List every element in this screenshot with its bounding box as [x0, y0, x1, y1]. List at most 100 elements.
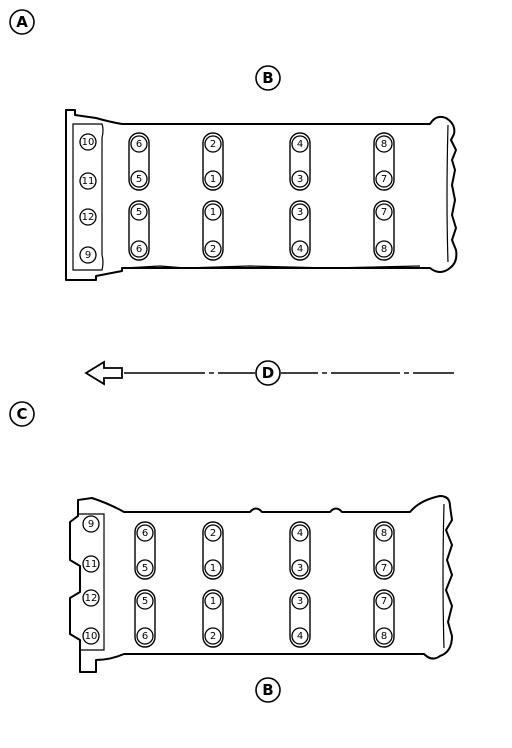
top-bolts-front-bolt-3-label: 9 [85, 250, 91, 261]
bottom-bolts-lower-slot-2-lower-bolt: 4 [291, 627, 309, 645]
bottom-bolts-upper-slot-3-lower-bolt-label: 7 [381, 563, 387, 574]
top-bolts-upper-slot-0-upper-bolt: 6 [130, 135, 148, 153]
top-bolts-upper-slot-2-lower-bolt: 3 [291, 170, 309, 188]
bottom-bolts-front-bolt-2-label: 12 [85, 593, 98, 604]
top-head-front-flange [72, 123, 104, 271]
bottom-bolts-upper-slot-1-lower-bolt-label: 1 [210, 563, 216, 574]
bottom-bolts-lower-slot-0-upper-bolt: 5 [136, 592, 154, 610]
bottom-bolts-lower-slot-1-upper-bolt: 1 [204, 592, 222, 610]
top-bolts-lower-slot-1-upper-bolt: 1 [204, 203, 222, 221]
top-bolts-lower-slot-1-lower-bolt: 2 [204, 240, 222, 258]
top-bolts-lower-slot-0-upper-bolt: 5 [130, 203, 148, 221]
bottom-bolts-front-bolt-2: 12 [82, 589, 100, 607]
bottom-bolts-lower-slot-2-lower-bolt-label: 4 [297, 631, 303, 642]
top-bolts-upper-slot-1-lower-bolt: 1 [204, 170, 222, 188]
label-c-text: C [16, 405, 27, 423]
bottom-bolts-front-bolt-3: 10 [82, 627, 100, 645]
top-bolts-upper-slot-0-lower-bolt: 5 [130, 170, 148, 188]
bottom-head-front-flange [78, 513, 105, 651]
bottom-bolts-lower-slot-2: 34 [289, 589, 311, 648]
top-bolts-lower-slot-0-upper-bolt-label: 5 [136, 207, 142, 218]
bottom-bolts-front-bolt-1-label: 11 [85, 559, 98, 570]
top-bolts-upper-slot-1: 21 [202, 132, 224, 191]
top-bolts-lower-slot-0-lower-bolt: 6 [130, 240, 148, 258]
top-bolts-front-bolt-1-label: 11 [82, 176, 95, 187]
top-bolts-upper-slot-0-upper-bolt-label: 6 [136, 139, 142, 150]
bottom-bolts-upper-slot-1: 21 [202, 521, 224, 580]
top-bolts-upper-slot-2: 43 [289, 132, 311, 191]
bottom-bolts-upper-slot-2-upper-bolt-label: 4 [297, 528, 303, 539]
bottom-bolts-front-bolt-3-label: 10 [85, 631, 98, 642]
top-bolts-upper-slot-3: 87 [373, 132, 395, 191]
top-bolts-front-bolt-2: 12 [79, 208, 97, 226]
top-bolts-lower-slot-2-upper-bolt-label: 3 [297, 207, 303, 218]
bottom-bolts-upper-slot-3-upper-bolt: 8 [375, 524, 393, 542]
bottom-bolts-lower-slot-2-upper-bolt-label: 3 [297, 596, 303, 607]
top-bolts-upper-slot-2-upper-bolt: 4 [291, 135, 309, 153]
top-bolts-lower-slot-3-upper-bolt-label: 7 [381, 207, 387, 218]
top-bolts-upper-slot-1-lower-bolt-label: 1 [210, 174, 216, 185]
bottom-bolts-lower-slot-1-upper-bolt-label: 1 [210, 596, 216, 607]
bottom-bolts-lower-slot-0-upper-bolt-label: 5 [142, 596, 148, 607]
bottom-bolts-upper-slot-1-upper-bolt-label: 2 [210, 528, 216, 539]
bottom-bolts-upper-slot-0-upper-bolt-label: 6 [142, 528, 148, 539]
top-bolts-lower-slot-0-lower-bolt-label: 6 [136, 244, 142, 255]
top-bolts-lower-slot-1: 12 [202, 200, 224, 261]
top-bolts-lower-slot-2-lower-bolt: 4 [291, 240, 309, 258]
label-b-bottom: B [255, 677, 281, 703]
top-bolts-lower-slot-1-upper-bolt-label: 1 [210, 207, 216, 218]
bottom-bolts-upper-slot-1-upper-bolt: 2 [204, 524, 222, 542]
bottom-head-side-groove [442, 503, 445, 649]
top-bolts-lower-slot-2: 34 [289, 200, 311, 261]
top-bolts-upper-slot-3-upper-bolt-label: 8 [381, 139, 387, 150]
top-head-bottom-rim [124, 265, 421, 269]
top-bolts-lower-slot-2-upper-bolt: 3 [291, 203, 309, 221]
bottom-bolts-lower-slot-1-lower-bolt-label: 2 [210, 631, 216, 642]
top-head-outline [65, 109, 458, 281]
label-b-top-text: B [262, 69, 273, 87]
top-bolts-upper-slot-0: 65 [128, 132, 150, 191]
bottom-bolts-upper-slot-2-upper-bolt: 4 [291, 524, 309, 542]
top-head-side-groove [446, 124, 449, 263]
top-bolts-front-bolt-2-label: 12 [82, 212, 95, 223]
bottom-bolts-lower-slot-0-lower-bolt-label: 6 [142, 631, 148, 642]
label-a-text: A [16, 13, 28, 31]
bottom-bolts-upper-slot-0: 65 [134, 521, 156, 580]
top-bolts-lower-slot-3: 78 [373, 200, 395, 261]
top-bolts-upper-slot-0-lower-bolt-label: 5 [136, 174, 142, 185]
bottom-bolts-upper-slot-3-lower-bolt: 7 [375, 559, 393, 577]
top-bolts-upper-slot-3-upper-bolt: 8 [375, 135, 393, 153]
label-b-bottom-text: B [262, 681, 273, 699]
top-bolts-lower-slot-3-upper-bolt: 7 [375, 203, 393, 221]
label-c: C [9, 401, 35, 427]
bottom-bolts-lower-slot-1: 12 [202, 589, 224, 648]
top-bolts-lower-slot-3-lower-bolt: 8 [375, 240, 393, 258]
bottom-bolts-front-bolt-0-label: 9 [88, 519, 94, 530]
bottom-bolts-lower-slot-2-upper-bolt: 3 [291, 592, 309, 610]
front-arrow-icon [84, 360, 123, 386]
bottom-bolts-lower-slot-3-lower-bolt-label: 8 [381, 631, 387, 642]
label-a: A [9, 9, 35, 35]
top-bolts-upper-slot-1-upper-bolt: 2 [204, 135, 222, 153]
bottom-bolts-upper-slot-3-upper-bolt-label: 8 [381, 528, 387, 539]
top-bolts-upper-slot-3-lower-bolt-label: 7 [381, 174, 387, 185]
bottom-bolts-lower-slot-1-lower-bolt: 2 [204, 627, 222, 645]
top-bolts-upper-slot-2-lower-bolt-label: 3 [297, 174, 303, 185]
bottom-head-outline [69, 495, 453, 673]
bottom-bolts-upper-slot-1-lower-bolt: 1 [204, 559, 222, 577]
top-bolts-lower-slot-0: 56 [128, 200, 150, 261]
bottom-bolts-lower-slot-3: 78 [373, 589, 395, 648]
bottom-bolts-upper-slot-3: 87 [373, 521, 395, 580]
bottom-bolts-front-bolt-1: 11 [82, 555, 100, 573]
bottom-bolts-upper-slot-0-lower-bolt-label: 5 [142, 563, 148, 574]
top-bolts-lower-slot-1-lower-bolt-label: 2 [210, 244, 216, 255]
top-bolts-upper-slot-1-upper-bolt-label: 2 [210, 139, 216, 150]
top-bolts-front-bolt-0: 10 [79, 133, 97, 151]
bottom-bolts-upper-slot-2-lower-bolt: 3 [291, 559, 309, 577]
top-bolts-front-bolt-0-label: 10 [82, 137, 95, 148]
top-bolts-front-bolt-3: 9 [79, 246, 97, 264]
